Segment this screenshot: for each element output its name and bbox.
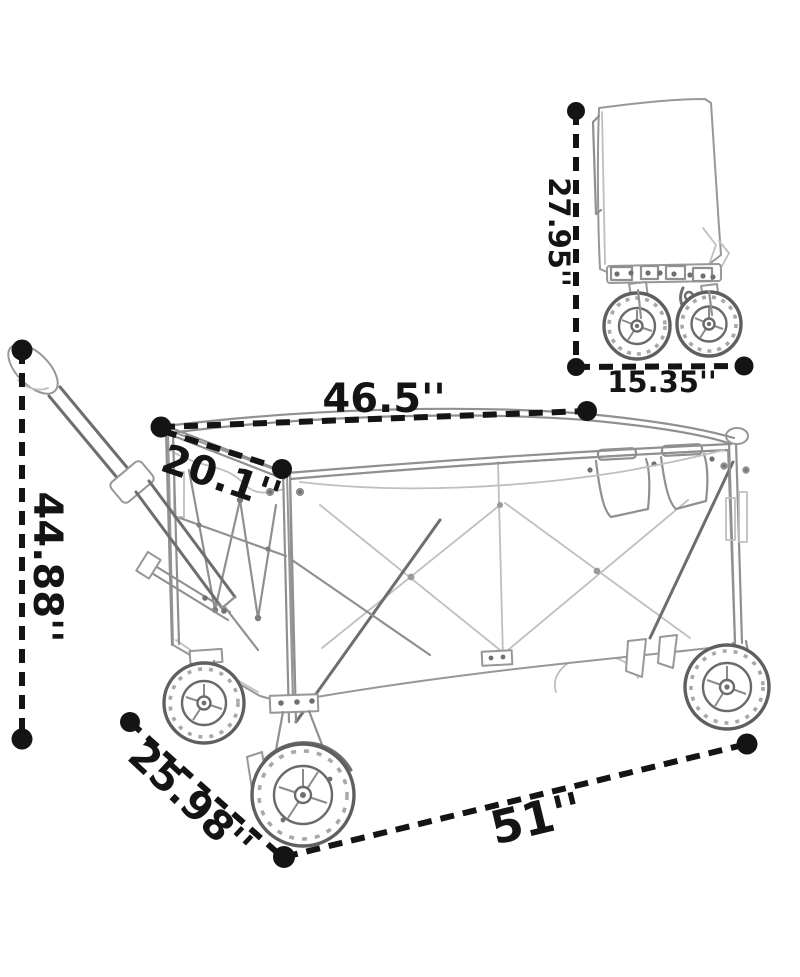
dim-folded-height: 27.95'' [542, 102, 585, 367]
front-left-wheel [162, 647, 246, 745]
unfolded-wagon-sketch [7, 343, 771, 848]
under-flaps [480, 634, 678, 678]
folded-hinge-bar [605, 263, 723, 315]
dim-folded-length-label: 15.35'' [607, 365, 717, 399]
dim-overall-length-label: 51'' [485, 781, 587, 855]
folded-left-wheel [602, 281, 672, 361]
folding-truss [178, 468, 288, 622]
corner-posts [164, 427, 750, 724]
folded-right-wheel [675, 283, 743, 358]
handle-collar [109, 460, 155, 504]
dim-handle-height-label: 44.88'' [24, 491, 70, 642]
dim-top-length-label: 46.5'' [322, 376, 445, 422]
folded-wagon-sketch [591, 98, 743, 361]
mesh-pockets [587, 443, 715, 519]
dim-handle-height: 44.88'' [11, 339, 70, 750]
dim-top-length: 46.5'' [150, 376, 597, 438]
rear-right-wheel [683, 639, 771, 731]
handle-grip [7, 343, 59, 395]
dim-overall-length: 51'' [273, 733, 758, 868]
dim-folded-height-label: 27.95'' [542, 177, 576, 287]
folded-body [596, 98, 722, 277]
dim-bottom-width-label: 25.98'' [119, 732, 261, 869]
front-right-wheel [246, 693, 356, 848]
dim-folded-length: 15.35'' [567, 356, 754, 399]
